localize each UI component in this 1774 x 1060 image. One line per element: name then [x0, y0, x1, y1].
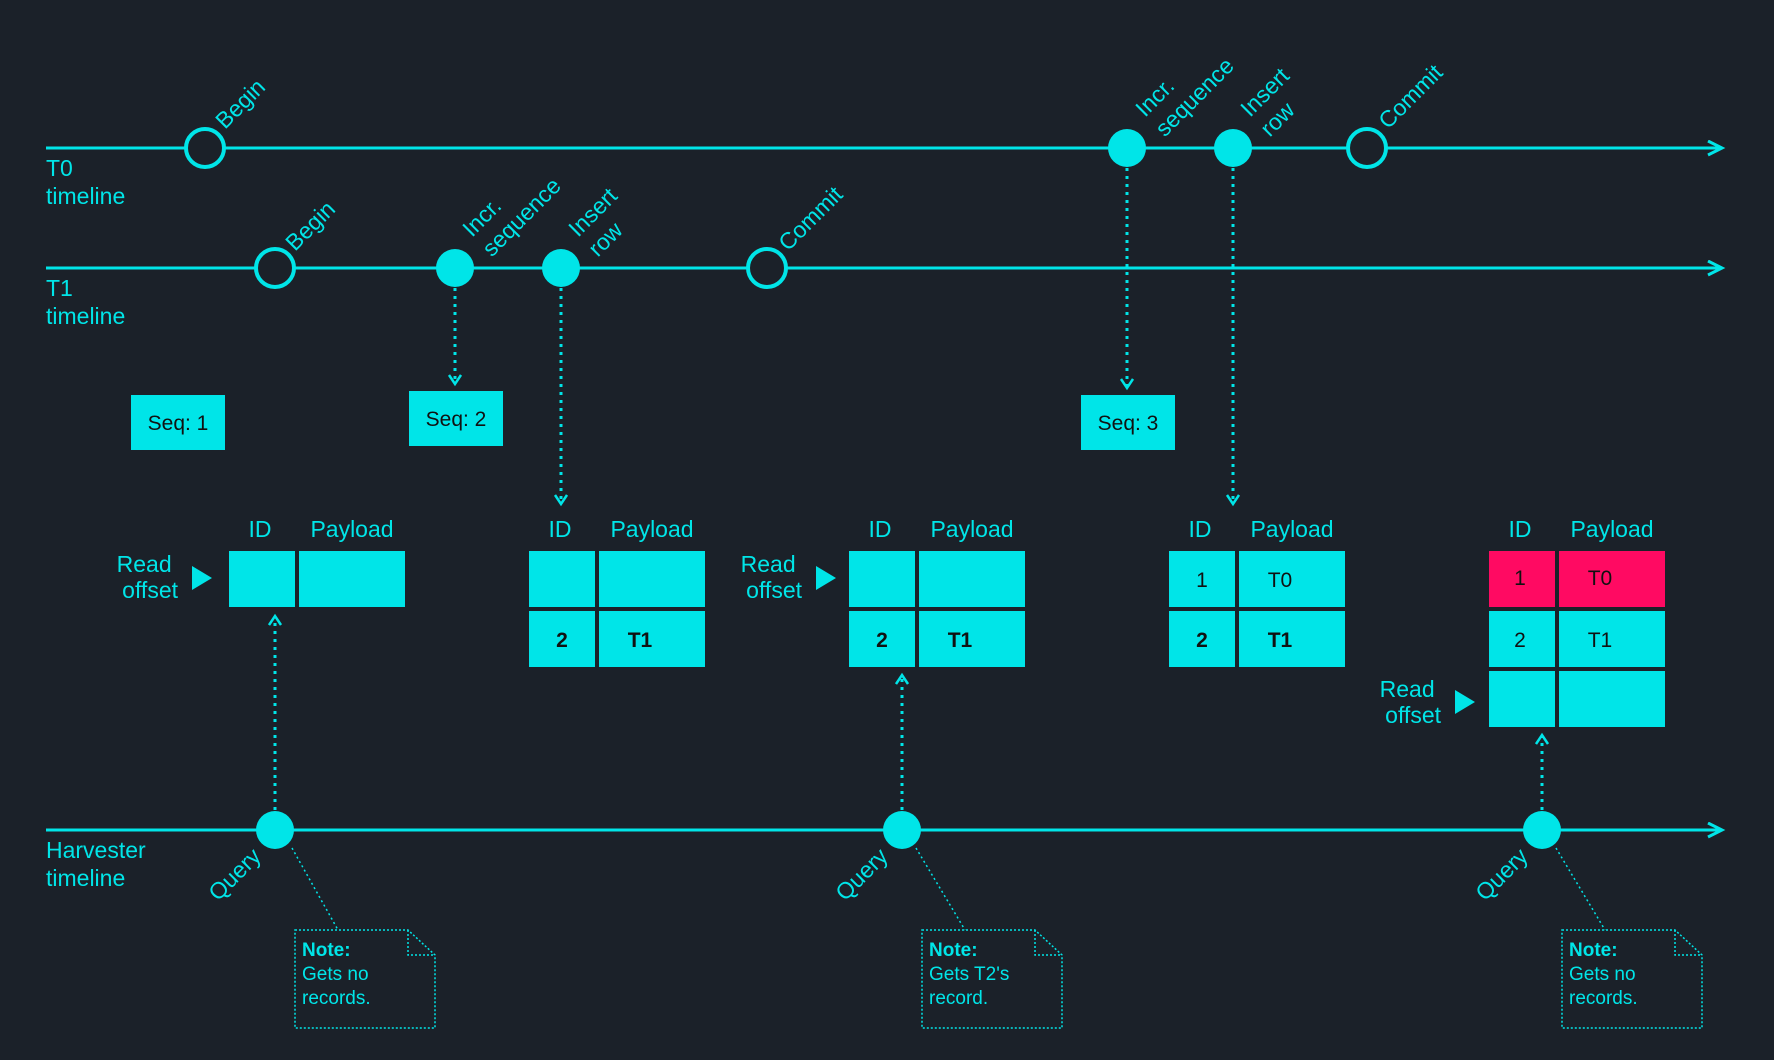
table3-empty-id-cell	[849, 551, 915, 607]
table2-id-header: ID	[549, 516, 572, 542]
harvester-timeline-label: Harvester timeline	[46, 837, 152, 891]
table5-row2-payload-cell	[1559, 611, 1665, 667]
table3-payload-cell	[919, 611, 1025, 667]
table4-row2-payload-cell	[1239, 611, 1345, 667]
table1-payload-cell	[299, 551, 405, 607]
table2-empty-id-cell	[529, 551, 595, 607]
table-5: ID Payload 1 T0 2 T1 Read offset	[1380, 516, 1665, 728]
table-2: ID Payload 2 T1	[529, 516, 705, 667]
table2-row-payload: T1	[628, 629, 653, 652]
seq3-box	[1081, 395, 1175, 450]
table5-row1-id: 1	[1514, 567, 1526, 590]
query1-label: Query	[203, 843, 266, 906]
t1-insert-row-marker	[542, 249, 580, 287]
table2-payload-cell	[599, 611, 705, 667]
t0-incr-sequence-marker	[1108, 129, 1146, 167]
note3-fold	[1674, 930, 1702, 956]
table4-row2-payload: T1	[1268, 629, 1293, 652]
query2-marker	[883, 811, 921, 849]
table1-id-header: ID	[249, 516, 272, 542]
table2-id-cell	[529, 611, 595, 667]
t1-timeline-label: T1 timeline	[46, 275, 125, 329]
table3-payload-header: Payload	[930, 516, 1013, 542]
t1-incr-sequence-marker	[436, 249, 474, 287]
query1-marker	[256, 811, 294, 849]
t1-begin-marker	[254, 247, 296, 289]
table5-row1-payload: T0	[1588, 567, 1613, 590]
note3-leader	[1555, 847, 1606, 931]
seq2-label: Seq: 2	[426, 408, 487, 431]
note2-fold	[1034, 930, 1062, 956]
table3-empty-payload-cell	[919, 551, 1025, 607]
note2-text: Note: Gets T2's record.	[929, 940, 1015, 1009]
t1-insert-row-label: Insert row	[563, 178, 646, 261]
table3-row-payload: T1	[948, 629, 973, 652]
t0-begin-marker	[184, 127, 226, 169]
query3-marker	[1523, 811, 1561, 849]
t0-incr-sequence-label: Incr. sequence	[1130, 33, 1239, 142]
table4-row2-id-cell	[1169, 611, 1235, 667]
table3-read-offset-pointer	[816, 566, 836, 590]
table-3: ID Payload 2 T1 Read offset	[741, 516, 1025, 667]
table5-read-offset-pointer	[1455, 690, 1475, 714]
t1-commit-label: Commit	[773, 181, 848, 256]
table5-row1-payload-cell-highlighted	[1559, 551, 1665, 607]
table2-payload-header: Payload	[610, 516, 693, 542]
table5-payload-header: Payload	[1570, 516, 1653, 542]
note1-leader	[291, 847, 339, 931]
table5-empty-payload-cell	[1559, 671, 1665, 727]
seq2-box	[409, 391, 503, 446]
table2-empty-payload-cell	[599, 551, 705, 607]
table5-row1-id-cell-highlighted	[1489, 551, 1555, 607]
t0-commit-label: Commit	[1373, 59, 1448, 134]
t1-begin-label: Begin	[280, 196, 340, 256]
table1-read-offset-pointer	[192, 566, 212, 590]
seq3-label: Seq: 3	[1098, 412, 1159, 435]
table5-row2-id: 2	[1514, 629, 1526, 652]
t0-insert-row-label: Insert row	[1235, 58, 1318, 141]
table5-row2-id-cell	[1489, 611, 1555, 667]
note1-text: Note: Gets no records.	[302, 940, 374, 1009]
table-1: ID Payload Read offset	[117, 516, 405, 607]
t0-insert-row-marker	[1214, 129, 1252, 167]
t0-commit-marker	[1346, 127, 1388, 169]
query2-label: Query	[830, 843, 893, 906]
note2-leader	[915, 847, 966, 931]
t0-begin-label: Begin	[210, 74, 270, 134]
seq1-label: Seq: 1	[148, 412, 209, 435]
table4-row1-payload: T0	[1268, 569, 1293, 592]
note-3: Note: Gets no records.	[1561, 929, 1703, 1029]
table2-row-id: 2	[556, 629, 568, 652]
table4-row1-id: 1	[1196, 569, 1208, 592]
table4-payload-header: Payload	[1250, 516, 1333, 542]
table4-row1-id-cell	[1169, 551, 1235, 607]
table3-id-header: ID	[869, 516, 892, 542]
table1-id-cell	[229, 551, 295, 607]
table4-row2-id: 2	[1196, 629, 1208, 652]
query3-label: Query	[1470, 843, 1533, 906]
table4-row1-payload-cell	[1239, 551, 1345, 607]
table5-empty-id-cell	[1489, 671, 1555, 727]
table-4: ID Payload 1 T0 2 T1	[1169, 516, 1345, 667]
table5-row2-payload: T1	[1588, 629, 1613, 652]
table3-row-id: 2	[876, 629, 888, 652]
t1-commit-marker	[746, 247, 788, 289]
note1-fold	[407, 930, 435, 956]
t0-timeline-label: T0 timeline	[46, 155, 125, 209]
table1-read-offset-label: Read offset	[117, 551, 179, 603]
seq1-box	[131, 395, 225, 450]
note-2: Note: Gets T2's record.	[921, 929, 1063, 1029]
t1-incr-sequence-label: Incr. sequence	[457, 153, 566, 262]
table5-read-offset-label: Read offset	[1380, 676, 1442, 728]
table4-id-header: ID	[1189, 516, 1212, 542]
table5-id-header: ID	[1509, 516, 1532, 542]
note-1: Note: Gets no records.	[294, 929, 436, 1029]
table3-read-offset-label: Read offset	[741, 551, 803, 603]
table1-payload-header: Payload	[310, 516, 393, 542]
table3-id-cell	[849, 611, 915, 667]
note3-text: Note: Gets no records.	[1569, 940, 1641, 1009]
